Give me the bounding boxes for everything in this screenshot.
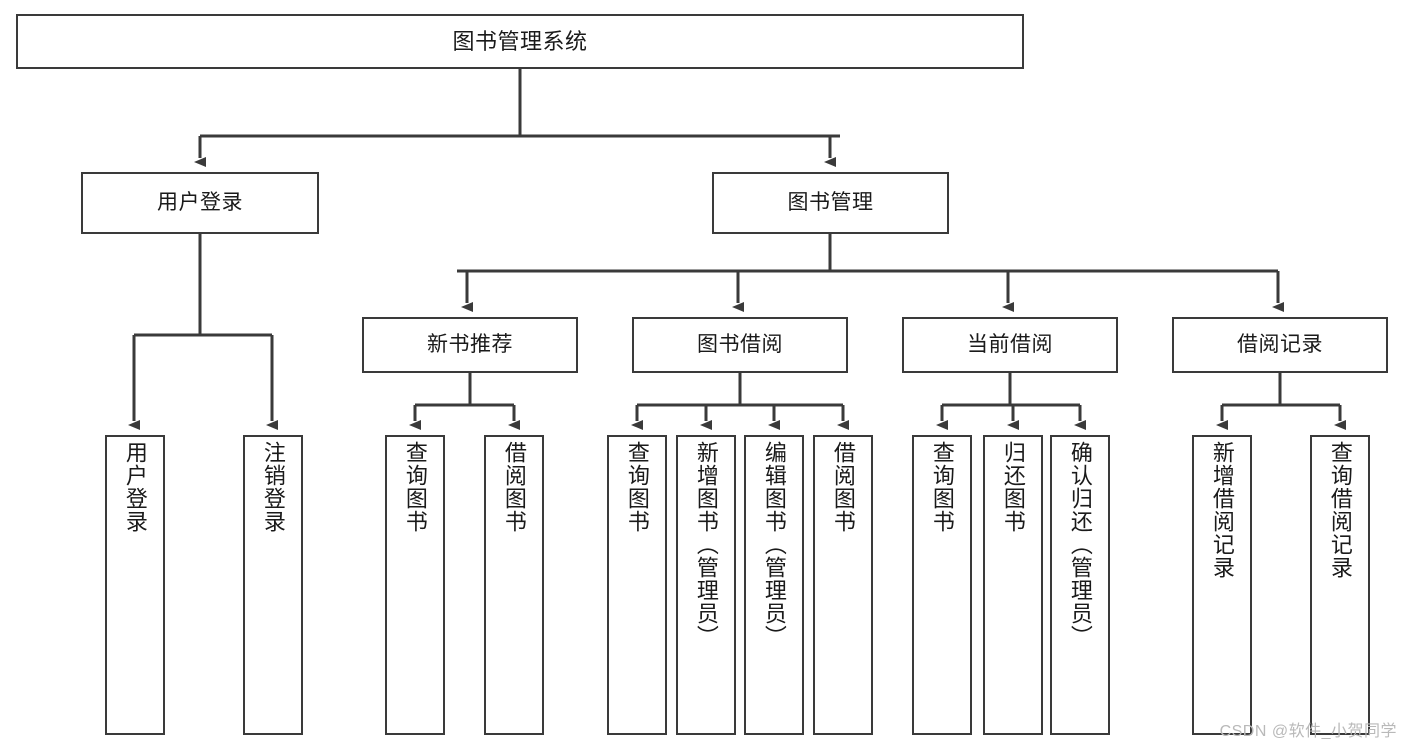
leaf-return-books-label: 归还图书 [1000, 441, 1026, 533]
leaf-add-borrow-record-label: 新增借阅记录 [1209, 441, 1235, 579]
node-new-book-recommend[interactable]: 新书推荐 [362, 317, 578, 373]
node-book-borrow-label: 图书借阅 [697, 332, 783, 356]
leaf-logout[interactable]: 注销登录 [243, 435, 303, 735]
leaf-query-books-recommend-label: 查询图书 [402, 441, 428, 533]
node-root-label: 图书管理系统 [452, 28, 588, 54]
leaf-query-borrow-record[interactable]: 查询借阅记录 [1310, 435, 1370, 735]
leaf-query-books-borrow[interactable]: 查询图书 [607, 435, 667, 735]
leaf-query-books-current[interactable]: 查询图书 [912, 435, 972, 735]
node-root[interactable]: 图书管理系统 [16, 14, 1024, 69]
leaf-logout-label: 注销登录 [260, 441, 286, 533]
node-borrow-records[interactable]: 借阅记录 [1172, 317, 1388, 373]
leaf-query-books-recommend[interactable]: 查询图书 [385, 435, 445, 735]
leaf-confirm-return-admin[interactable]: 确认归还（管理员） [1050, 435, 1110, 735]
leaf-borrow-books[interactable]: 借阅图书 [813, 435, 873, 735]
leaf-return-books[interactable]: 归还图书 [983, 435, 1043, 735]
node-borrow-records-label: 借阅记录 [1237, 332, 1323, 356]
leaf-user-login[interactable]: 用户登录 [105, 435, 165, 735]
leaf-confirm-return-admin-label: 确认归还（管理员） [1067, 441, 1093, 648]
node-user-login-label: 用户登录 [157, 190, 243, 214]
leaf-query-borrow-record-label: 查询借阅记录 [1327, 441, 1353, 579]
leaf-borrow-books-recommend-label: 借阅图书 [501, 441, 527, 533]
leaf-borrow-books-recommend[interactable]: 借阅图书 [484, 435, 544, 735]
watermark: CSDN @软件_小贺同学 [1219, 723, 1397, 740]
node-user-login[interactable]: 用户登录 [81, 172, 319, 234]
leaf-query-books-current-label: 查询图书 [929, 441, 955, 533]
node-new-book-recommend-label: 新书推荐 [427, 332, 513, 356]
node-current-borrow-label: 当前借阅 [967, 332, 1053, 356]
leaf-user-login-label: 用户登录 [122, 441, 148, 533]
leaf-borrow-books-label: 借阅图书 [830, 441, 856, 533]
node-book-borrow[interactable]: 图书借阅 [632, 317, 848, 373]
leaf-add-book-admin-label: 新增图书（管理员） [693, 441, 719, 648]
leaf-add-borrow-record[interactable]: 新增借阅记录 [1192, 435, 1252, 735]
leaf-edit-book-admin-label: 编辑图书（管理员） [761, 441, 787, 648]
leaf-edit-book-admin[interactable]: 编辑图书（管理员） [744, 435, 804, 735]
node-book-management-label: 图书管理 [787, 190, 874, 214]
node-book-management[interactable]: 图书管理 [712, 172, 949, 234]
leaf-query-books-borrow-label: 查询图书 [624, 441, 650, 533]
node-current-borrow[interactable]: 当前借阅 [902, 317, 1118, 373]
leaf-add-book-admin[interactable]: 新增图书（管理员） [676, 435, 736, 735]
